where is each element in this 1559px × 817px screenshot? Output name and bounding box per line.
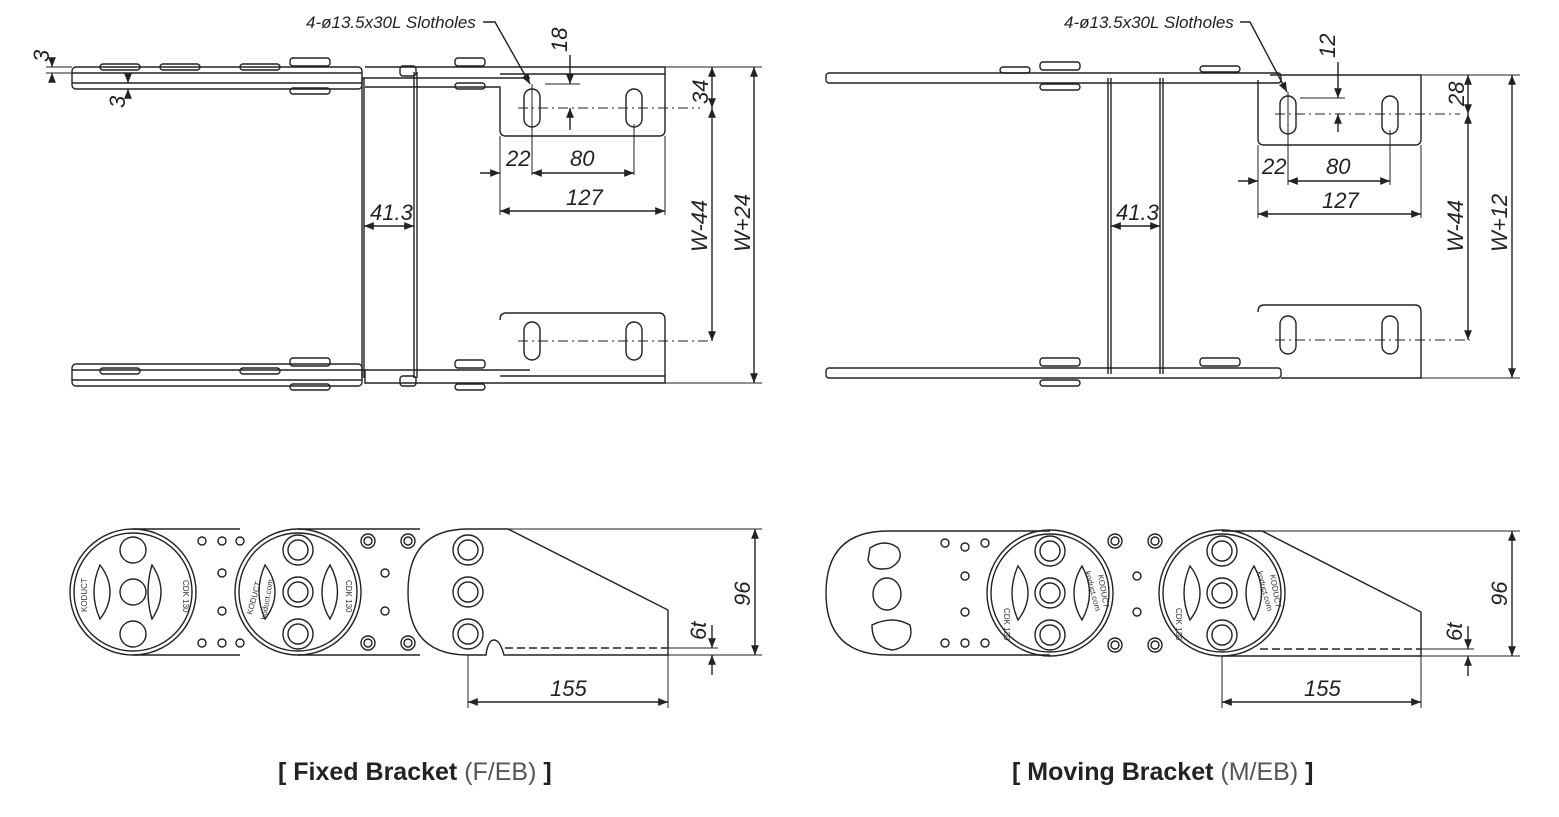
moving-dim-80: 80	[1326, 154, 1351, 179]
moving-top-view	[825, 21, 1520, 387]
moving-caption-title: Moving Bracket	[1027, 758, 1214, 786]
moving-bracket-caption: [ Moving Bracket (M/EB) ]	[1012, 758, 1314, 786]
moving-link2-model: CDK 130	[1174, 608, 1183, 641]
fixed-dim-22: 22	[505, 146, 530, 171]
moving-dim-155: 155	[1304, 676, 1341, 701]
moving-dim-96: 96	[1487, 581, 1512, 606]
fixed-dim-96: 96	[730, 581, 755, 606]
moving-side-view	[825, 529, 1520, 708]
moving-dim-22: 22	[1261, 154, 1286, 179]
fixed-dim-80: 80	[570, 146, 595, 171]
fixed-bracket-caption: [ Fixed Bracket (F/EB) ]	[278, 758, 552, 786]
moving-link1-model: CDK 130	[1002, 608, 1011, 641]
fixed-top-view	[46, 21, 762, 391]
fixed-link2-model: CDK 130	[344, 580, 353, 613]
fixed-dim-slot-offset: 18	[547, 27, 572, 52]
moving-dim-w-plus: W+12	[1487, 194, 1512, 252]
moving-dim-127: 127	[1322, 188, 1359, 213]
moving-dim-w-44: W-44	[1443, 200, 1468, 252]
fixed-side-view	[69, 528, 762, 708]
moving-caption-code: (M/EB)	[1220, 758, 1299, 786]
fixed-link1-model: CDK 130	[181, 580, 190, 613]
fixed-dim-w-44: W-44	[687, 200, 712, 252]
fixed-dim-strip-upper: 3	[29, 49, 54, 62]
moving-dim-6t: 6t	[1442, 622, 1467, 641]
fixed-caption-title: Fixed Bracket	[293, 758, 458, 786]
fixed-dim-edge: 34	[688, 80, 713, 104]
fixed-link-brand: KODUCT	[80, 578, 89, 612]
fixed-dim-strip-lower: 3	[105, 95, 130, 108]
moving-slothole-note: 4-ø13.5x30L Slotholes	[1064, 13, 1234, 32]
fixed-caption-code: (F/EB)	[464, 758, 537, 786]
fixed-slothole-note: 4-ø13.5x30L Slotholes	[306, 13, 476, 32]
fixed-dim-155: 155	[550, 676, 587, 701]
fixed-dim-w-plus: W+24	[730, 194, 755, 252]
fixed-dim-6t: 6t	[686, 621, 711, 640]
fixed-dim-41-3: 41.3	[370, 200, 414, 225]
moving-dim-edge: 28	[1444, 81, 1469, 107]
fixed-dim-127: 127	[566, 185, 603, 210]
moving-dim-41-3: 41.3	[1116, 200, 1160, 225]
moving-dim-slot-offset: 12	[1315, 34, 1340, 58]
